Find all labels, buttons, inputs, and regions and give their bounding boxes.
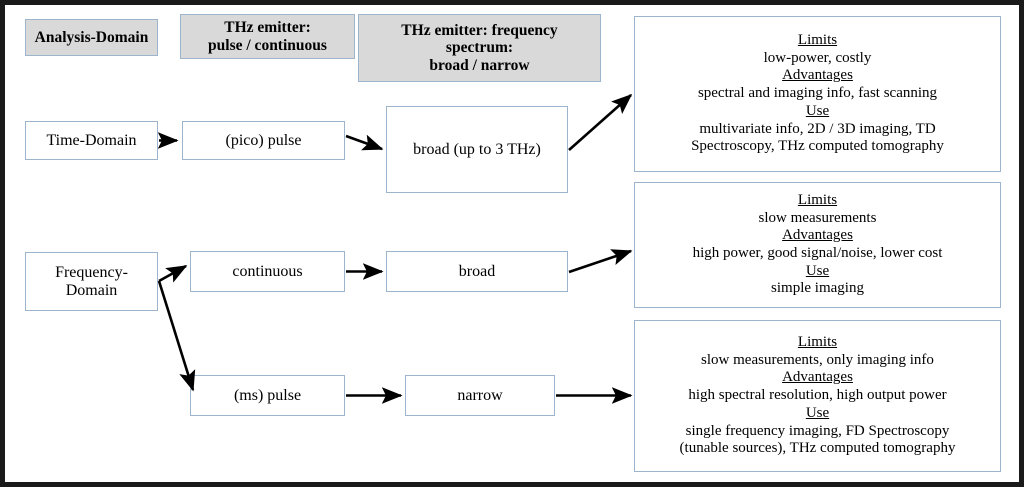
- header-label-analysis-domain: Analysis-Domain: [34, 28, 149, 46]
- header-box-analysis-domain: Analysis-Domain: [25, 19, 158, 56]
- panel-1-advantages-head: Advantages: [782, 67, 853, 84]
- panel-3-advantages-line-1: high spectral resolution, high output po…: [688, 387, 947, 404]
- header-label-emitter-line1: THz emitter:: [224, 19, 311, 37]
- panel-fd-continuous-broad: Limits slow measurements Advantages high…: [634, 182, 1001, 308]
- flow-label-time-domain: Time-Domain: [46, 131, 137, 149]
- panel-3-use-line-1: single frequency imaging, FD Spectroscop…: [685, 422, 950, 439]
- panel-1-limits-line-1: low-power, costly: [763, 49, 872, 66]
- panel-3-use-line-2: (tunable sources), THz computed tomograp…: [679, 440, 956, 457]
- panel-1-use-head: Use: [805, 102, 830, 119]
- panel-1-use-line-2: Spectroscopy, THz computed tomography: [691, 138, 944, 155]
- flow-box-broad: broad: [386, 251, 568, 292]
- panel-3-advantages-head: Advantages: [782, 369, 853, 386]
- header-label-spectrum-line2: spectrum:: [445, 39, 514, 57]
- panel-1-advantages-line-1: spectral and imaging info, fast scanning: [697, 85, 938, 102]
- panel-1-use-line-1: multivariate info, 2D / 3D imaging, TD: [699, 120, 936, 137]
- flow-box-time-domain: Time-Domain: [25, 121, 158, 160]
- panel-fd-pulse-narrow: Limits slow measurements, only imaging i…: [634, 320, 1001, 472]
- flow-label-pico-pulse: (pico) pulse: [225, 131, 302, 149]
- panel-2-limits-line-1: slow measurements: [758, 209, 877, 226]
- flow-label-continuous: continuous: [232, 262, 303, 280]
- panel-1-limits-head: Limits: [797, 32, 838, 49]
- flow-label-broad-3thz: broad (up to 3 THz): [413, 140, 541, 158]
- flow-label-ms-pulse: (ms) pulse: [233, 386, 302, 404]
- header-label-emitter-line2: pulse / continuous: [208, 36, 327, 54]
- flow-box-frequency-domain: Frequency- Domain: [25, 252, 158, 311]
- flow-label-broad: broad: [458, 262, 496, 280]
- flow-box-narrow: narrow: [405, 375, 555, 416]
- panel-3-use-head: Use: [805, 404, 830, 421]
- header-label-spectrum-line1: THz emitter: frequency: [401, 21, 558, 39]
- panel-3-limits-head: Limits: [797, 334, 838, 351]
- header-box-thz-emitter-spectrum: THz emitter: frequency spectrum: broad /…: [358, 14, 601, 82]
- panel-2-use-line-1: simple imaging: [771, 280, 864, 297]
- header-box-thz-emitter-mode: THz emitter: pulse / continuous: [180, 14, 355, 59]
- header-label-spectrum-line3: broad / narrow: [429, 56, 530, 74]
- panel-2-advantages-line-1: high power, good signal/noise, lower cos…: [692, 245, 943, 261]
- flow-label-narrow: narrow: [457, 386, 503, 404]
- flow-box-ms-pulse: (ms) pulse: [190, 375, 345, 416]
- panel-3-limits-line-1: slow measurements, only imaging info: [701, 351, 934, 368]
- flow-label-frequency-domain-line2: Domain: [65, 281, 118, 299]
- panel-2-limits-head: Limits: [797, 191, 838, 208]
- flow-box-broad-3thz: broad (up to 3 THz): [386, 106, 568, 193]
- flow-box-pico-pulse: (pico) pulse: [182, 121, 345, 160]
- panel-time-domain: Limits low-power, costly Advantages spec…: [634, 16, 1001, 172]
- panel-2-advantages-head: Advantages: [782, 227, 853, 244]
- flow-box-continuous: continuous: [190, 251, 345, 292]
- flow-label-frequency-domain-line1: Frequency-: [55, 263, 128, 281]
- panel-2-use-head: Use: [805, 262, 830, 279]
